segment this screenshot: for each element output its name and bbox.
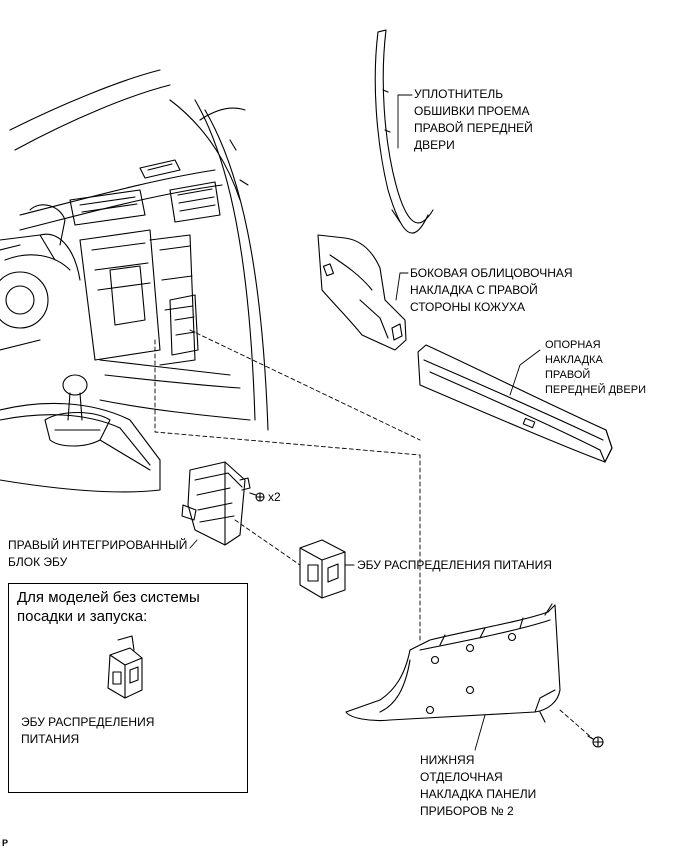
cowl-side-trim-label-line: БОКОВАЯ ОБЛИЦОВОЧНАЯ bbox=[410, 266, 573, 280]
cowl-side-trim-part bbox=[317, 234, 407, 351]
door-seal-label-line: ДВЕРИ bbox=[414, 138, 455, 152]
lower-panel-label: НИЖНЯЯ ОТДЕЛОЧНАЯ НАКЛАДКА ПАНЕЛИ ПРИБОР… bbox=[420, 752, 536, 820]
cowl-side-trim-label-line: СТОРОНЫ КОЖУХА bbox=[410, 300, 525, 314]
junction-block-label: ПРАВЫЙ ИНТЕГРИРОВАННЫЙ БЛОК ЭБУ bbox=[8, 537, 187, 571]
inset-ecu-label-line: ПИТАНИЯ bbox=[21, 732, 80, 746]
door-seal-part bbox=[374, 29, 434, 234]
inset-ecu-part bbox=[107, 635, 143, 699]
lower-finish-panel-part bbox=[345, 603, 561, 723]
assembly-dashed-lines bbox=[154, 329, 593, 739]
figure-code: P bbox=[2, 838, 9, 848]
scuff-plate-label-line: ПЕРЕДНЕЙ ДВЕРИ bbox=[545, 384, 646, 396]
lower-panel-label-line: НАКЛАДКА ПАНЕЛИ bbox=[420, 787, 537, 801]
door-seal-label-line: ОБШИВКИ ПРОЕМА bbox=[414, 104, 530, 118]
junction-block-label-line: ПРАВЫЙ ИНТЕГРИРОВАННЫЙ bbox=[8, 538, 188, 552]
scuff-plate-label-line: ОПОРНАЯ bbox=[545, 339, 601, 351]
inset-title: Для моделей без системы посадки и запуск… bbox=[17, 588, 200, 626]
door-seal-label-line: УПЛОТНИТЕЛЬ bbox=[414, 87, 504, 101]
screw-icon bbox=[587, 735, 604, 748]
bolt-icon bbox=[249, 492, 265, 502]
scuff-plate-part bbox=[417, 344, 613, 463]
lower-panel-label-line: НИЖНЯЯ bbox=[420, 753, 475, 767]
door-seal-label: УПЛОТНИТЕЛЬ ОБШИВКИ ПРОЕМА ПРАВОЙ ПЕРЕДН… bbox=[414, 86, 533, 154]
scuff-plate-label: ОПОРНАЯ НАКЛАДКА ПРАВОЙ ПЕРЕДНЕЙ ДВЕРИ bbox=[545, 338, 646, 398]
junction-block-label-line: БЛОК ЭБУ bbox=[8, 555, 68, 569]
door-seal-label-line: ПРАВОЙ ПЕРЕДНЕЙ bbox=[414, 121, 533, 135]
inset-ecu-label-line: ЭБУ РАСПРЕДЕЛЕНИЯ bbox=[21, 715, 155, 729]
inset-title-line: Для моделей без системы bbox=[17, 589, 200, 606]
lower-panel-label-line: ОТДЕЛОЧНАЯ bbox=[420, 770, 503, 784]
scuff-plate-label-line: ПРАВОЙ bbox=[545, 369, 591, 381]
cowl-side-trim-label: БОКОВАЯ ОБЛИЦОВОЧНАЯ НАКЛАДКА С ПРАВОЙ С… bbox=[410, 265, 573, 316]
power-ecu-part bbox=[299, 539, 346, 599]
inset-ecu-label: ЭБУ РАСПРЕДЕЛЕНИЯ ПИТАНИЯ bbox=[21, 714, 154, 748]
inset-title-line: посадки и запуска: bbox=[17, 608, 148, 625]
junction-block-part bbox=[181, 461, 251, 546]
inset-box: Для моделей без системы посадки и запуск… bbox=[8, 583, 248, 793]
cowl-side-trim-label-line: НАКЛАДКА С ПРАВОЙ bbox=[410, 283, 538, 297]
leader-lines bbox=[189, 94, 541, 751]
dashboard-interior-illustration bbox=[0, 69, 269, 493]
scuff-plate-label-line: НАКЛАДКА bbox=[545, 354, 603, 366]
bolt-quantity: x2 bbox=[268, 490, 281, 504]
power-ecu-label: ЭБУ РАСПРЕДЕЛЕНИЯ ПИТАНИЯ bbox=[357, 558, 552, 572]
lower-panel-label-line: ПРИБОРОВ № 2 bbox=[420, 804, 514, 818]
